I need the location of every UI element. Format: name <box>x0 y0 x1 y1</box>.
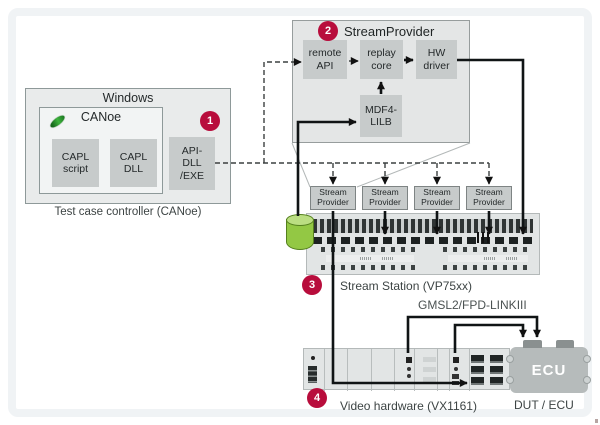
station-label-bar <box>326 255 414 262</box>
ecu-screw-hole <box>583 376 591 384</box>
rj45-connector-grid <box>471 355 503 385</box>
capl-dll-box: CAPL DLL <box>110 139 157 187</box>
ecu-screw-hole <box>506 376 514 384</box>
video-caption: Video hardware (VX1161) <box>340 399 477 413</box>
api-dll-exe-box: API- DLL /EXE <box>169 137 215 190</box>
mdf4-database-icon <box>286 214 314 250</box>
step-badge-1: 1 <box>200 111 220 131</box>
station-pin-strip <box>313 219 533 233</box>
video-hardware-image <box>303 348 510 391</box>
stream-provider-box-4: Stream Provider <box>466 186 512 210</box>
step-badge-3: 3 <box>302 275 322 295</box>
stream-provider-box-1: Stream Provider <box>310 186 356 210</box>
ecu-image: ECU <box>506 340 591 393</box>
remote-api-box: remote API <box>303 40 347 79</box>
station-dot-row <box>443 247 533 252</box>
module-label-strip <box>423 367 436 372</box>
test-case-caption: Test case controller (CANoe) <box>54 206 202 218</box>
module-label-strip <box>423 377 436 382</box>
corner-artifact <box>595 419 598 423</box>
replay-core-box: replay core <box>360 40 403 79</box>
stream-station-image <box>306 213 540 275</box>
module-label-strip <box>423 357 436 362</box>
module-port <box>453 357 459 363</box>
hw-driver-box: HW driver <box>416 40 457 79</box>
ecu-screw-hole <box>583 355 591 363</box>
dut-caption: DUT / ECU <box>514 398 574 412</box>
canoe-title: CANoe <box>80 110 122 124</box>
station-dot-row <box>443 265 533 270</box>
module-led <box>311 356 315 360</box>
station-caption: Stream Station (VP75xx) <box>340 279 473 293</box>
station-label-bar <box>448 255 528 262</box>
capl-script-box: CAPL script <box>52 139 99 187</box>
stream-provider-box-3: Stream Provider <box>414 186 460 210</box>
gmsl-link-label: GMSL2/FPD-LINKIII <box>418 298 527 312</box>
stream-provider-box-2: Stream Provider <box>362 186 408 210</box>
station-dot-row <box>321 247 415 252</box>
windows-title: Windows <box>102 91 154 105</box>
step-badge-2: 2 <box>318 21 338 41</box>
streamprovider-title: StreamProvider <box>344 24 435 39</box>
ecu-screw-hole <box>506 355 514 363</box>
page-frame <box>8 8 592 417</box>
module-connector-block <box>308 366 317 383</box>
station-connector-row <box>313 237 533 244</box>
module-port <box>406 357 412 363</box>
station-dot-row <box>321 265 415 270</box>
mdf4-lilb-box: MDF4- LILB <box>360 95 402 137</box>
ecu-label: ECU <box>531 361 567 379</box>
ecu-top-connector <box>556 340 574 348</box>
station-tick-marks <box>477 232 491 243</box>
step-badge-4: 4 <box>307 388 327 408</box>
